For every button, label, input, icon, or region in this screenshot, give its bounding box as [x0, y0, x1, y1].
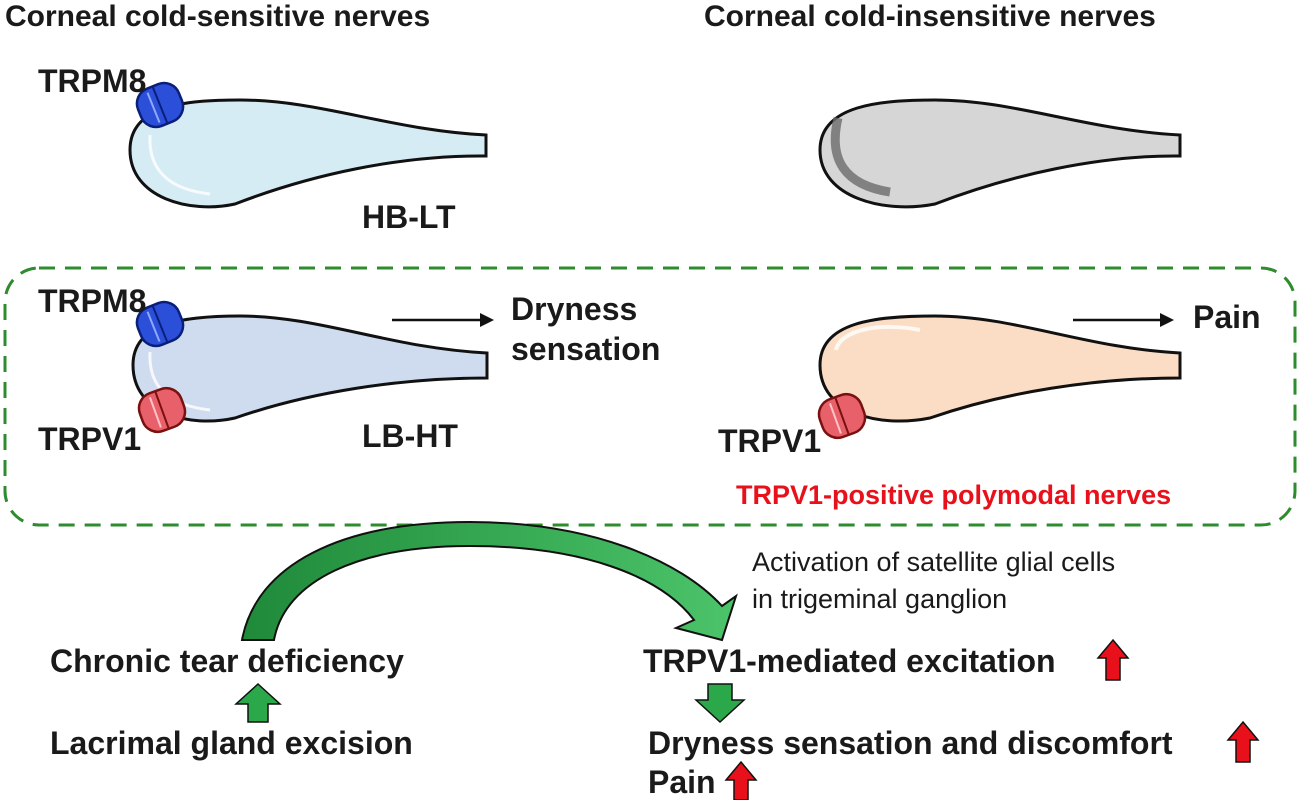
dryness-output-line2: sensation	[511, 331, 660, 367]
nerve-hb-lt: TRPM8 HB-LT	[38, 63, 488, 235]
output-arrowhead	[1160, 313, 1174, 327]
increase-arrow-icon	[724, 760, 758, 800]
nerve-polymodal: TRPV1 Pain	[718, 299, 1261, 459]
down-arrow-icon	[694, 683, 746, 724]
curved-arrow	[240, 520, 738, 642]
lb-ht-label: LB-HT	[362, 418, 458, 454]
nerve-cold-insensitive	[818, 98, 1182, 209]
trpm8-label: TRPM8	[38, 283, 146, 319]
nerve-terminal-body	[131, 314, 489, 423]
trpm8-channel-icon	[135, 81, 185, 129]
hb-lt-label: HB-LT	[362, 199, 456, 235]
nerve-lb-ht: TRPM8 TRPV1 LB-HT Dryness sensation	[38, 283, 660, 457]
trpv1-channel-icon	[137, 386, 187, 434]
nerve-terminal-body	[128, 98, 488, 209]
trpv1-label: TRPV1	[718, 423, 821, 459]
nerve-terminal-body	[818, 314, 1182, 423]
glia-note-line1: Activation of satellite glial cells	[752, 547, 1115, 577]
trpm8-channel-icon	[135, 300, 185, 348]
header-cold-insensitive: Corneal cold-insensitive nerves	[704, 0, 1156, 33]
polymodal-group-box	[3, 266, 1297, 527]
output-arrowhead	[480, 313, 494, 327]
up-arrow-icon	[234, 682, 282, 723]
increase-arrow-icon	[1226, 720, 1260, 763]
nerve-highlight	[834, 324, 921, 351]
trpm8-label: TRPM8	[38, 63, 146, 99]
effect-text: TRPV1-mediated excitation	[643, 643, 1056, 679]
outcome-text: Dryness sensation and discomfort	[648, 725, 1173, 761]
increase-arrow-icon	[1096, 638, 1130, 681]
cause-text: Chronic tear deficiency	[50, 643, 404, 679]
trpv1-channel-icon	[817, 392, 867, 440]
origin-text: Lacrimal gland excision	[50, 725, 413, 761]
glia-note-line2: in trigeminal ganglion	[752, 584, 1007, 614]
group-caption: TRPV1-positive polymodal nerves	[736, 480, 1171, 510]
trpv1-label: TRPV1	[38, 421, 141, 457]
nerve-shadow	[830, 116, 891, 197]
header-cold-sensitive: Corneal cold-sensitive nerves	[5, 0, 430, 33]
nerve-terminal-body	[818, 98, 1182, 209]
nerve-highlight	[148, 134, 211, 196]
pain-output: Pain	[1193, 299, 1261, 335]
outcome2-text: Pain	[648, 764, 716, 800]
dryness-output-line1: Dryness	[511, 291, 637, 327]
